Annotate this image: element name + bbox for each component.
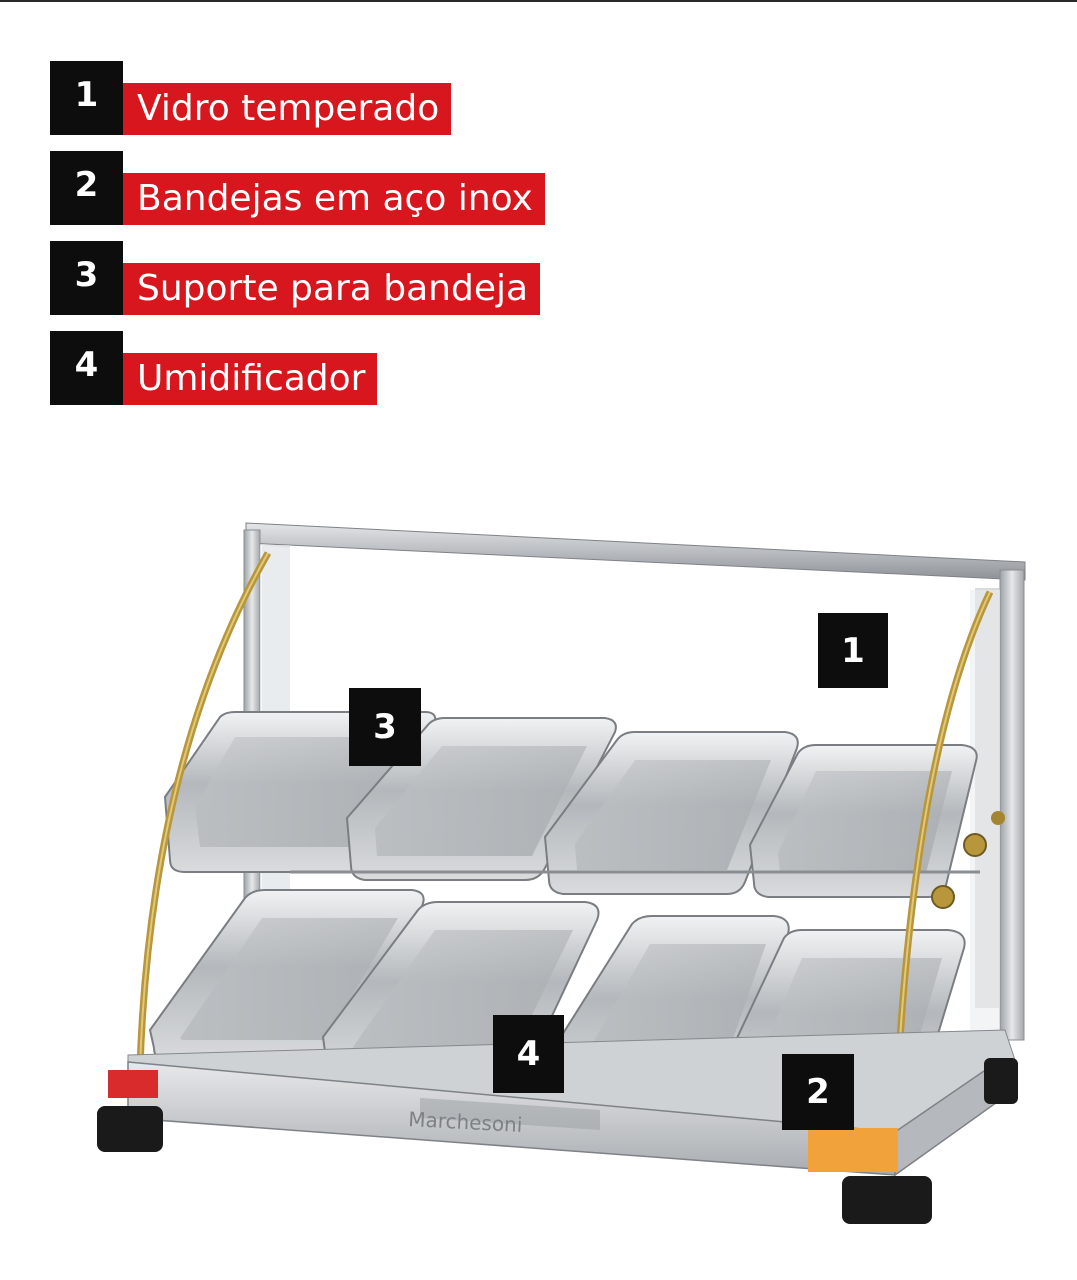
brass-knob-icon xyxy=(931,885,955,909)
rubber-feet xyxy=(97,1058,1018,1224)
brass-knob-icon xyxy=(963,833,987,857)
legend-label: Bandejas em aço inox xyxy=(123,173,545,225)
brass-knob-icon xyxy=(991,811,1005,825)
top-divider-line xyxy=(0,0,1077,2)
legend-number: 1 xyxy=(50,61,123,135)
marker-trays: 2 xyxy=(782,1054,854,1130)
legend-label: Umidificador xyxy=(123,353,378,405)
info-sticker xyxy=(808,1128,898,1172)
legend-number: 4 xyxy=(50,331,123,405)
legend-number: 2 xyxy=(50,151,123,225)
marker-glass: 1 xyxy=(818,613,888,688)
brand-engraving: Marchesoni xyxy=(408,1107,523,1137)
legend-label: Suporte para bandeja xyxy=(123,263,541,315)
marker-humidifier: 4 xyxy=(493,1015,564,1093)
upper-tray-row xyxy=(163,711,978,898)
marker-support: 3 xyxy=(349,688,421,766)
legend-number: 3 xyxy=(50,241,123,315)
warning-sticker xyxy=(108,1070,158,1098)
legend-label: Vidro temperado xyxy=(123,83,452,135)
